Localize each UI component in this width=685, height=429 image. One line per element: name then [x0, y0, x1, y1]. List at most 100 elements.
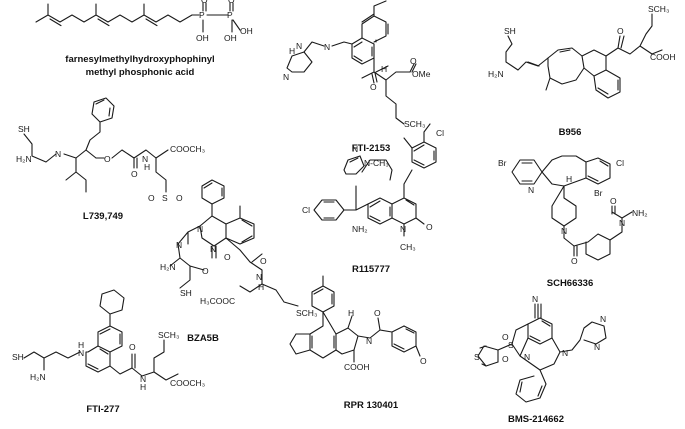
caption-l739-749: L739,749 [83, 211, 123, 222]
atom-n: N [532, 294, 538, 304]
compound-r115777: Cl Cl N N-CH₃ NH₂ N CH₃ O R115777 [302, 123, 444, 275]
atom-n1: N [528, 185, 534, 195]
atom-nch3: N-CH₃ [364, 158, 389, 168]
atom-o3: O [148, 193, 155, 203]
atom-n3: N [210, 244, 216, 254]
atom-sh: SH [18, 124, 30, 134]
caption-r115777: R115777 [352, 264, 390, 275]
atom-s: S [162, 193, 168, 203]
atom-sh: SH [504, 26, 516, 36]
atom-oh1: OH [196, 33, 209, 43]
atom-n1: N [352, 144, 358, 154]
atom-ch3: CH₃ [400, 242, 416, 252]
atom-o: O [129, 342, 136, 352]
atom-n2: N [524, 352, 530, 362]
caption-farnesyl-line2: methyl phosphonic acid [86, 67, 195, 78]
atom-n2: N [176, 240, 182, 250]
atom-h: H [258, 282, 264, 292]
atom-h2n: H₂N [160, 262, 176, 272]
atom-n2: N [283, 72, 289, 82]
atom-n3: N [562, 348, 568, 358]
atom-n3: N [619, 218, 625, 228]
atom-h3cooc: H₃COOC [200, 296, 235, 306]
caption-bms-214662: BMS-214662 [508, 414, 564, 425]
atom-h2: H [140, 382, 146, 392]
caption-fti-277: FTI-277 [86, 404, 119, 415]
atom-o2: O [502, 354, 509, 364]
atom-o2: O [131, 169, 138, 179]
atom-n1: N [55, 149, 61, 159]
atom-cooh: COOH [650, 52, 676, 62]
atom-h2: H [381, 64, 387, 74]
atom-o2: O [410, 56, 417, 66]
atom-n3: N [324, 42, 330, 52]
atom-o: O [426, 222, 433, 232]
atom-n5: N [594, 342, 600, 352]
atom-o2: O [610, 196, 617, 206]
compound-bza5b: N N N N O O O H₂N SH H H₃COOC SCH₃ BZA5B [160, 179, 317, 344]
atom-n2: N [561, 226, 567, 236]
compound-b956: SH H₂N O SCH₃ COOH B956 [488, 4, 676, 138]
atom-n1: N [197, 224, 203, 234]
atom-n1: N [296, 41, 302, 51]
atom-o3: O [260, 256, 267, 266]
atom-nh2: NH₂ [632, 208, 648, 218]
atom-h2n: H₂N [30, 372, 46, 382]
atom-cooch3: COOCH₃ [170, 378, 205, 388]
atom-n4: N [256, 272, 262, 282]
atom-o2: O [202, 266, 209, 276]
atom-cooch3: COOCH₃ [170, 144, 205, 154]
atom-sch3: SCH₃ [648, 4, 669, 14]
compound-l739-749: SH H₂N N O O N H COOCH₃ S O O L739,749 [16, 97, 205, 222]
atom-sch3: SCH₃ [158, 330, 179, 340]
atom-o4: O [176, 193, 183, 203]
caption-sch66336: SCH66336 [547, 278, 593, 289]
compound-fti-2153: N N N H H O O OMe SCH₃ FTI-2153 [283, 0, 431, 154]
atom-p1: P [199, 10, 205, 20]
atom-n1: N [78, 348, 84, 358]
atom-o: O [617, 26, 624, 36]
atom-cl: Cl [616, 158, 624, 168]
atom-p2: P [227, 10, 233, 20]
atom-n: N [366, 336, 372, 346]
atom-o1: O [374, 308, 381, 318]
atom-sh: SH [180, 288, 192, 298]
atom-s2: S [474, 352, 480, 362]
atom-sh: SH [12, 352, 24, 362]
compound-farnesyl-phosphonate: P P O O OH OH OH farnesylmethylhydroxyph… [35, 0, 253, 78]
atom-s1: S [508, 340, 514, 350]
atom-o1: O [502, 332, 509, 342]
atom-h: H [348, 308, 354, 318]
caption-fti-2153: FTI-2153 [352, 143, 391, 154]
atom-cl1: Cl [436, 128, 444, 138]
atom-sch3: SCH₃ [404, 119, 425, 129]
atom-sch3: SCH₃ [296, 308, 317, 318]
atom-o1: O [571, 256, 578, 266]
atom-h2n: H₂N [488, 69, 504, 79]
atom-nh2: NH₂ [352, 224, 368, 234]
atom-o1: O [201, 0, 208, 5]
compound-sch66336: Br Br Cl H N N N O O NH₂ SCH66336 [498, 155, 648, 289]
caption-farnesyl-line1: farnesylmethylhydroxyphophinyl [65, 54, 214, 65]
compound-bms-214662: N S S O O N N N N BMS-214662 [474, 294, 607, 425]
caption-bza5b: BZA5B [187, 333, 219, 344]
atom-cooh: COOH [344, 362, 370, 372]
atom-oh3: OH [240, 26, 253, 36]
atom-o2: O [420, 356, 427, 366]
atom-n2: N [142, 154, 148, 164]
compound-fti-277: SH H₂N N H O N H SCH₃ COOCH₃ FTI-277 [12, 289, 205, 415]
atom-n2: N [140, 374, 146, 384]
atom-br1: Br [498, 158, 507, 168]
caption-rpr-130401: RPR 130401 [344, 400, 399, 411]
atom-o1: O [104, 154, 111, 164]
caption-b956: B956 [559, 127, 582, 138]
atom-br2: Br [594, 188, 603, 198]
atom-h1: H [289, 46, 295, 56]
atom-h1: H [78, 340, 84, 350]
atom-h2n: H₂N [16, 154, 32, 164]
atom-n2: N [400, 224, 406, 234]
compound-rpr-130401: H N O O COOH RPR 130401 [289, 275, 427, 411]
atom-h: H [566, 174, 572, 184]
atom-n4: N [600, 314, 606, 324]
